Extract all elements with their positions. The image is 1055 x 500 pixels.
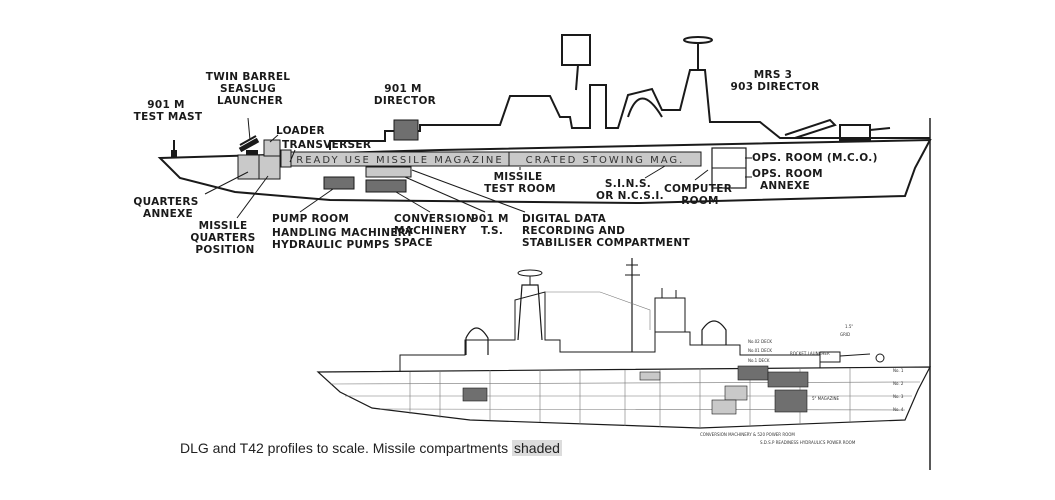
dlg-mrs3-dish	[683, 36, 713, 44]
t42-label-no3: No. 3	[893, 394, 904, 399]
dlg-pump-room-box	[323, 176, 355, 190]
t42-label-no4: No. 4	[893, 407, 904, 412]
t42-shade-5	[774, 389, 808, 413]
label-sins: S.I.N.S. OR N.C.S.I.	[596, 178, 664, 202]
t42-shade-6	[711, 399, 737, 415]
label-transverser: TRANSVERSER	[282, 139, 371, 151]
dlg-aft-turret	[839, 124, 871, 141]
dlg-dome	[627, 97, 663, 118]
label-loader: LOADER	[276, 125, 325, 137]
dlg-conversion-box	[365, 179, 407, 193]
dlg-crated-stowing-mag	[508, 151, 702, 167]
label-missile-test-room: MISSILE TEST ROOM	[484, 171, 556, 195]
dlg-901m-director-box	[393, 119, 419, 141]
dlg-hull	[157, 138, 932, 205]
caption-highlight: shaded	[512, 440, 562, 456]
label-conversion-machinery: CONVERSION MACHINERY SPACE	[394, 213, 479, 249]
dlg-mast	[575, 64, 579, 91]
t42-label-annot: ROCKET LAUNCHER	[790, 351, 830, 356]
label-quarters-annexe: QUARTERS ANNEXE	[133, 196, 202, 220]
t42-label-mag: 5" MAGAZINE	[812, 396, 840, 401]
label-crated-stowing: CRATED STOWING MAG.	[526, 155, 685, 166]
t42-label-right-1: 1.5"	[845, 324, 853, 329]
t42-radar-dish	[517, 269, 543, 277]
label-ready-use-magazine: READY USE MISSILE MAGAZINE	[296, 155, 503, 166]
dlg-superstructure	[329, 69, 930, 150]
dlg-transverser-box	[280, 149, 292, 168]
t42-fwd-dome	[465, 327, 489, 355]
dlg-901-director-box	[561, 34, 591, 66]
label-digital-data-recording: DIGITAL DATA RECORDING AND STABILISER CO…	[522, 213, 690, 249]
figure-caption: DLG and T42 profiles to scale. Missile c…	[180, 440, 562, 456]
label-computer-room: COMPUTER ROOM	[664, 183, 736, 207]
label-mrs3-director: MRS 3 903 DIRECTOR	[731, 69, 820, 93]
label-901m-ts: 901 M T.S.	[471, 213, 513, 237]
label-ops-room-annexe: OPS. ROOM ANNEXE	[752, 168, 827, 192]
t42-profile: No.02 DECK No.01 DECK No.1 DECK 1.5" GRI…	[316, 258, 931, 445]
dlg-profile: 901 M TEST MAST TWIN BARREL SEASLUG LAUN…	[133, 34, 932, 256]
t42-shade-1	[462, 387, 488, 402]
t42-shade-3	[767, 371, 809, 388]
label-901m-director: 901 M DIRECTOR	[374, 83, 436, 107]
t42-label-no2: No. 2	[893, 381, 904, 386]
t42-label-sdsp: S.D.S.P READINESS HYDRAULICS POWER ROOM	[760, 440, 856, 445]
dlg-loader-box	[263, 139, 281, 157]
t42-label-conversion: CONVERSION MACHINERY & 520 POWER ROOM	[700, 432, 795, 437]
t42-superstructure	[399, 291, 821, 372]
label-missile-quarters-position: MISSILE QUARTERS POSITION	[190, 220, 259, 256]
t42-label-no1: No. 1	[893, 368, 904, 373]
t42-label-deck-1: No.1 DECK	[748, 358, 770, 363]
caption-text: DLG and T42 profiles to scale. Missile c…	[180, 440, 512, 456]
t42-gun	[819, 351, 841, 363]
t42-labels: No.02 DECK No.01 DECK No.1 DECK 1.5" GRI…	[700, 324, 904, 445]
t42-aft-dome	[701, 320, 727, 345]
dlg-launcher	[238, 135, 260, 156]
label-twin-barrel-launcher: TWIN BARREL SEASLUG LAUNCHER	[206, 71, 295, 107]
label-test-mast: 901 M TEST MAST	[134, 99, 203, 123]
t42-shade-2	[737, 365, 769, 381]
dlg-ts-box	[365, 166, 412, 178]
dlg-labels: 901 M TEST MAST TWIN BARREL SEASLUG LAUN…	[133, 69, 877, 256]
t42-main-mast	[517, 284, 543, 341]
t42-label-deck-02: No.02 DECK	[748, 339, 772, 344]
label-pump-room: PUMP ROOM HANDLING MACHINERY HYDRAULIC P…	[272, 213, 418, 251]
dlg-pointer-lines	[204, 117, 752, 219]
label-ops-room: OPS. ROOM (M.C.O.)	[752, 152, 878, 164]
t42-label-deck-01: No.01 DECK	[748, 348, 772, 353]
t42-shade-4	[724, 385, 748, 401]
t42-label-right-2: GRID	[840, 332, 850, 337]
t42-shade-7	[639, 371, 661, 381]
